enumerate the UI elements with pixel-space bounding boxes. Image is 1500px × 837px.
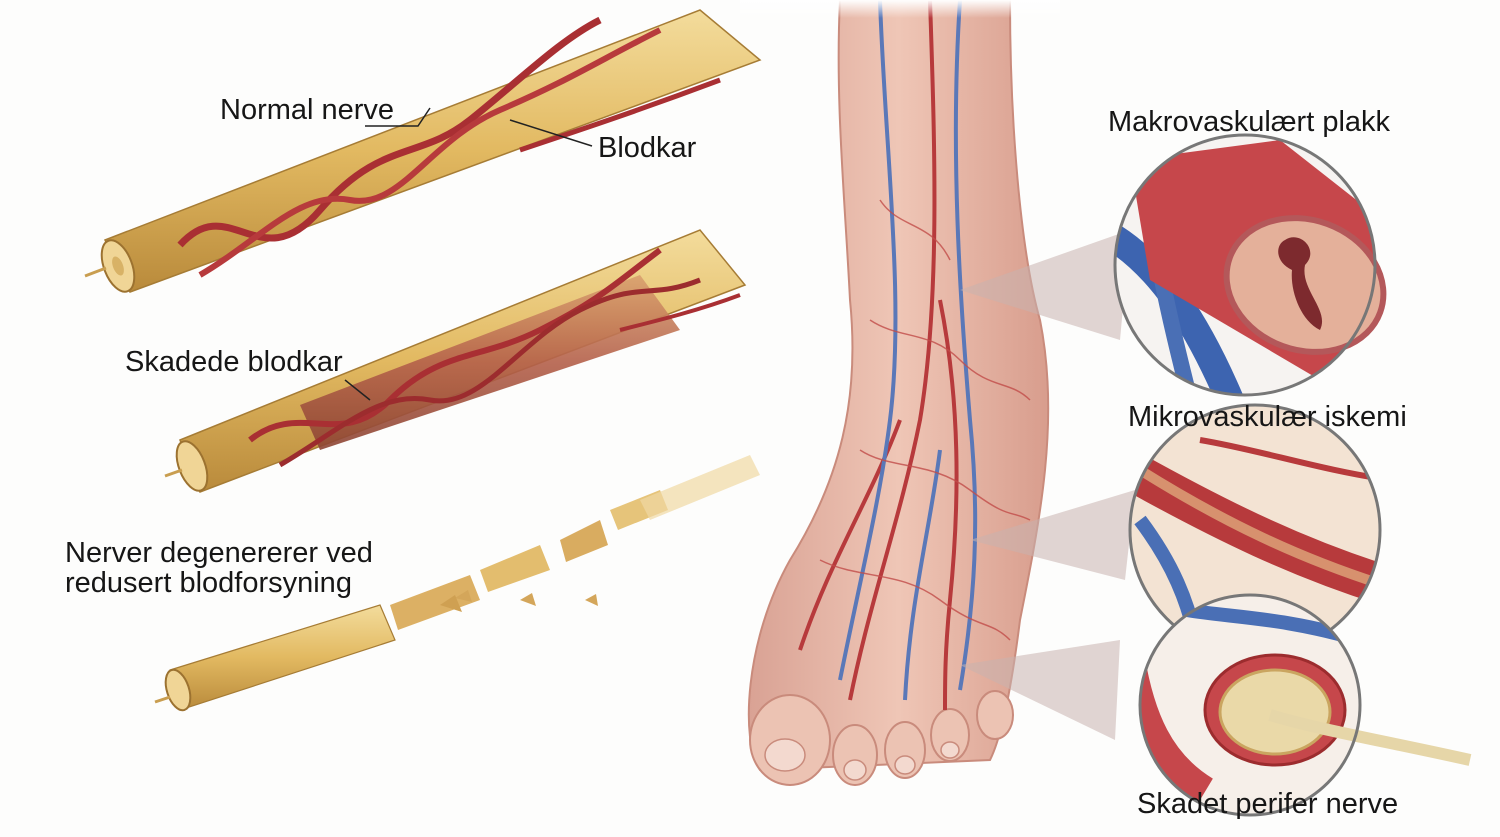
ischemia-magnifier	[1128, 403, 1382, 657]
label-blood-vessel: Blodkar	[598, 132, 697, 164]
normal-nerve-leader	[365, 107, 431, 127]
label-damaged-peripheral-nerve: Skadet perifer nerve	[1137, 788, 1399, 820]
label-microvascular-ischemia: Mikrovaskulær iskemi	[1128, 401, 1407, 433]
blood-vessel-leader	[509, 119, 593, 147]
callout-wedge-ischemia	[970, 490, 1135, 580]
normal-nerve-illustration	[84, 9, 762, 293]
damaged-vessels-leader	[344, 379, 371, 401]
foot-illustration	[740, 0, 1060, 786]
damaged-nerve-magnifier	[1138, 593, 1472, 817]
damaged-nerve-illustration	[164, 229, 747, 493]
callout-wedge-nerve	[960, 640, 1120, 740]
label-degeneration-line1: Nerver degenererer ved	[65, 537, 373, 569]
label-macrovascular-plaque: Makrovaskulært plakk	[1108, 106, 1391, 138]
degenerating-nerve-illustration	[154, 455, 760, 712]
label-degeneration-line2: redusert blodforsyning	[65, 567, 352, 599]
label-damaged-vessels: Skadede blodkar	[125, 346, 343, 378]
label-normal-nerve: Normal nerve	[220, 94, 395, 126]
callout-wedge-plaque	[960, 230, 1130, 340]
plaque-magnifier	[1113, 133, 1387, 397]
